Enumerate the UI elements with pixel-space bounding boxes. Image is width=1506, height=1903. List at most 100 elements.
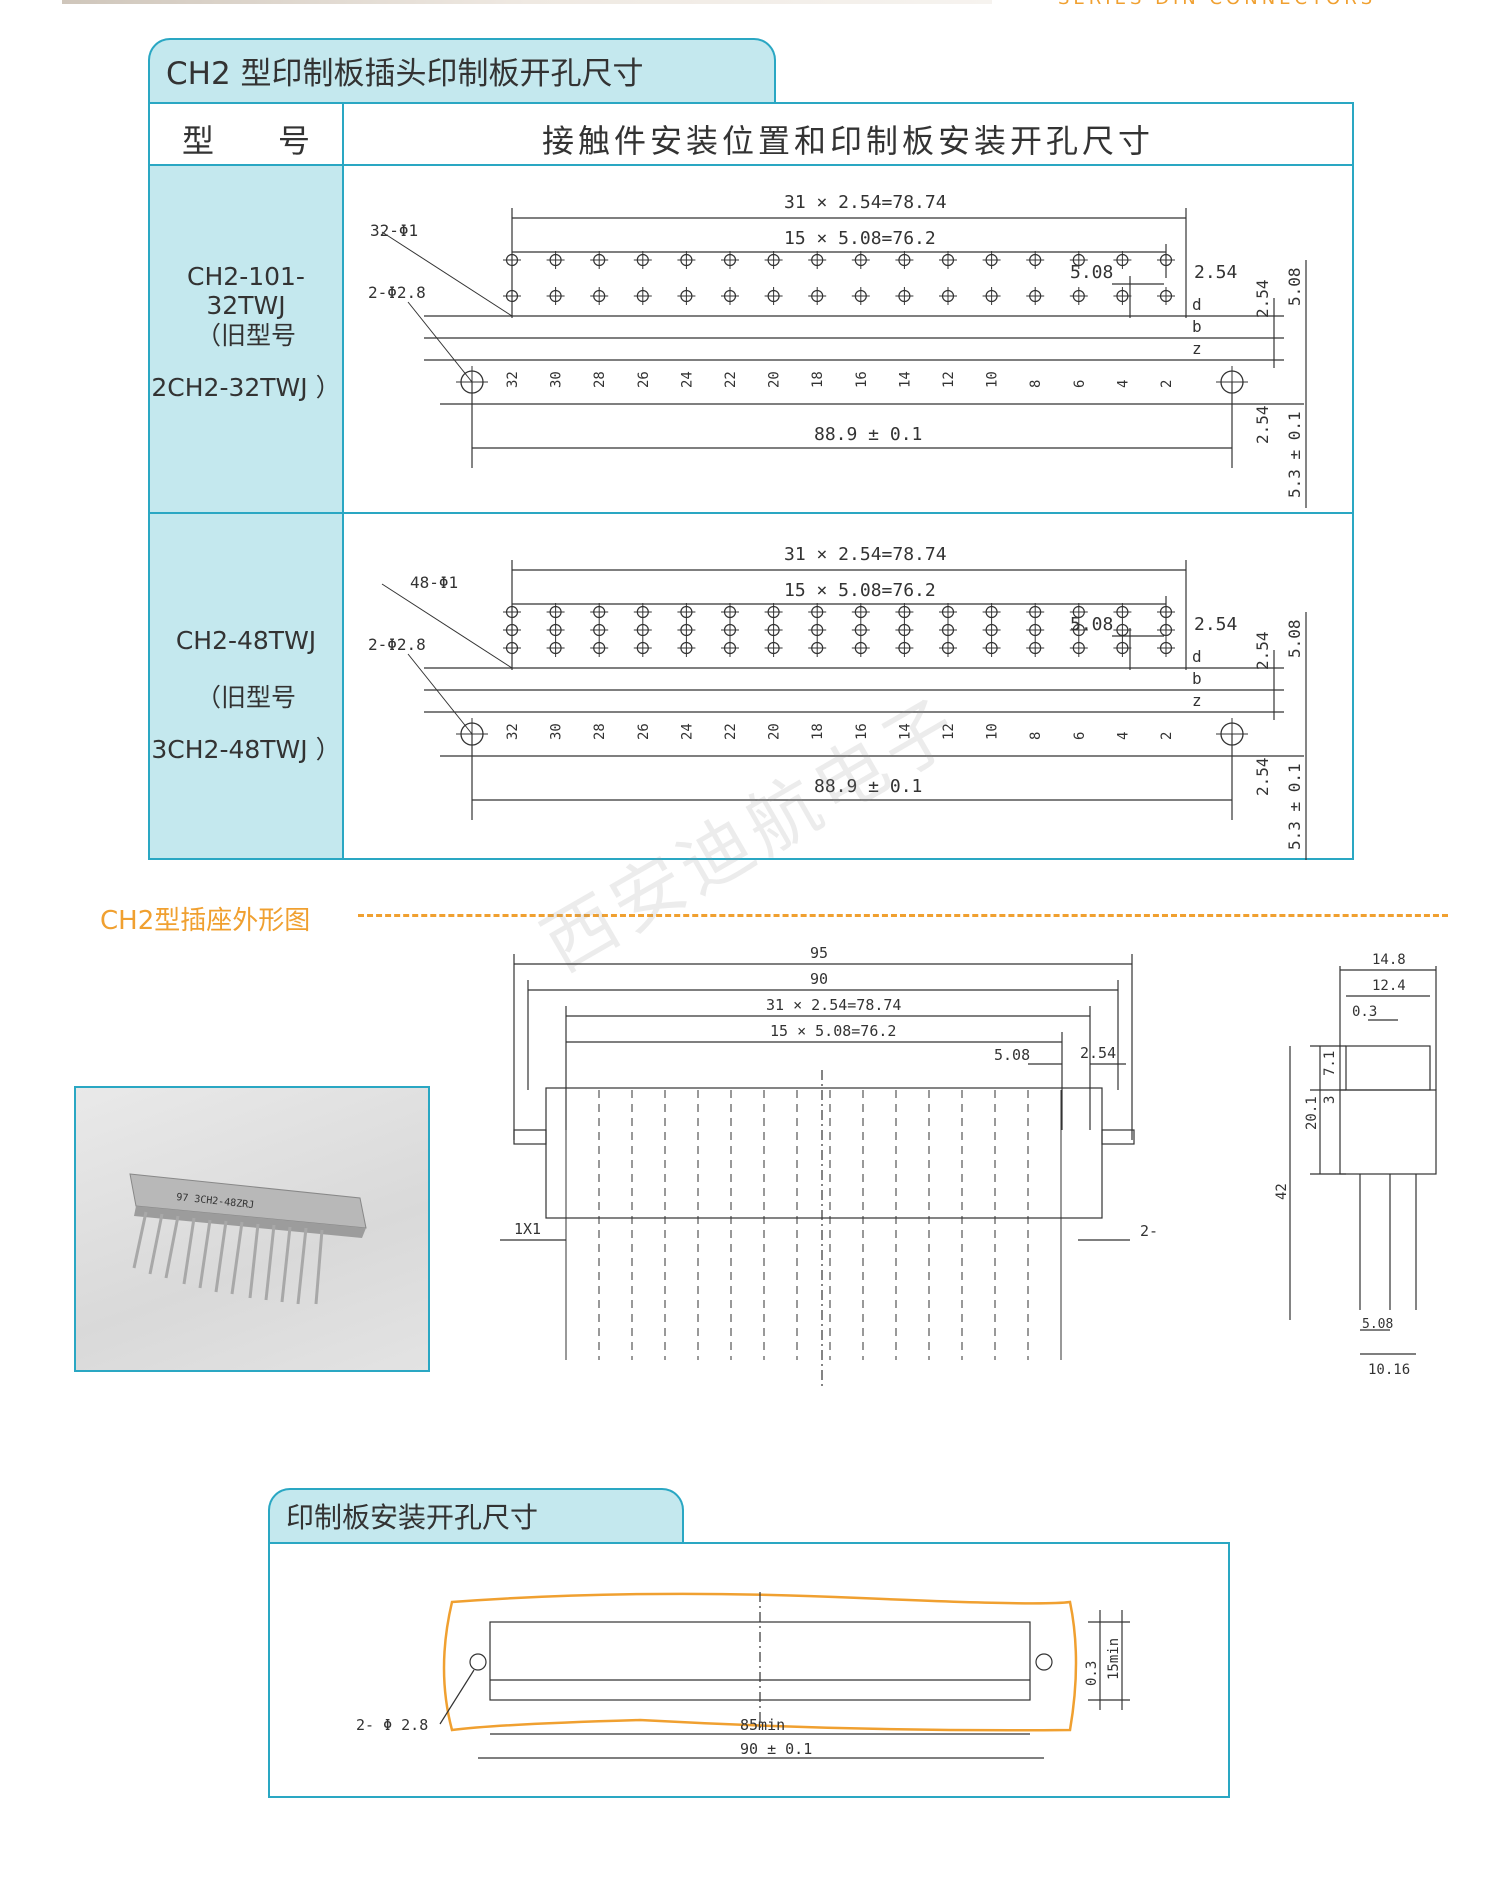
pin-number: 32 <box>505 723 521 740</box>
dim-label: 15 × 5.08=76.2 <box>770 1022 896 1040</box>
pin-number: 26 <box>636 371 652 388</box>
pin-number: 14 <box>897 371 913 388</box>
pin-number: 2 <box>1159 380 1175 388</box>
section2-dashed-line <box>358 914 1448 917</box>
total-label: 88.9 ± 0.1 <box>814 424 922 445</box>
dim-label: 85min <box>740 1716 785 1734</box>
dim-label: 31 × 2.54=78.74 <box>784 544 947 565</box>
col-divider <box>342 104 344 858</box>
row2-model: CH2-48TWJ <box>175 626 317 655</box>
dim-vertical: 42 <box>1274 1183 1290 1200</box>
pin-number: 12 <box>941 723 957 740</box>
dim-label: 15 × 5.08=76.2 <box>784 580 936 601</box>
pin-number: 16 <box>854 723 870 740</box>
row1-model: CH2-101-32TWJ <box>187 262 305 320</box>
pin-number: 10 <box>985 371 1001 388</box>
column-header-desc: 接触件安装位置和印制板安装开孔尺寸 <box>541 122 1154 160</box>
dim-label: 5.08 <box>994 1046 1030 1064</box>
pin-number: 22 <box>723 371 739 388</box>
dim-vertical: 5.08 <box>1285 267 1304 306</box>
dim-vertical: 5.08 <box>1285 619 1304 658</box>
dim-label: 95 <box>810 944 828 962</box>
pin-number: 12 <box>941 371 957 388</box>
dim-vertical: 7.1 <box>1322 1051 1338 1076</box>
dim-label: 2.54 <box>1194 614 1237 635</box>
pin-number: 4 <box>1115 380 1131 388</box>
dim-vertical: 3 <box>1322 1096 1338 1104</box>
row-letter: d <box>1192 295 1202 314</box>
dim-label: 90 <box>810 970 828 988</box>
row-letter: d <box>1192 647 1202 666</box>
pin-number: 30 <box>549 371 565 388</box>
side-view-drawing: 14.8 12.4 0.3 5.08 10.16 7.1 3 20.1 42 <box>1274 952 1437 1378</box>
dim-label: 14.8 <box>1372 952 1406 968</box>
pin-holes: 32 30 28 26 24 22 20 18 16 14 12 10 8 6 4 2 <box>456 251 1248 398</box>
dim-label: 31 × 2.54=78.74 <box>766 996 901 1014</box>
mount-label: 2- Φ 2.8 <box>356 1716 428 1734</box>
pin-number: 24 <box>679 371 695 388</box>
dim-label: 31 × 2.54=78.74 <box>784 192 947 213</box>
dim-vertical: 20.1 <box>1304 1096 1320 1130</box>
dim-vertical: 2.54 <box>1253 757 1272 796</box>
section1-table: 型 号 接触件安装位置和印制板安装开孔尺寸 CH2-101-32TWJ （旧型号… <box>148 102 1354 860</box>
dim-vertical: 15min <box>1106 1638 1122 1680</box>
section3-tab: 印制板安装开孔尺寸 <box>268 1488 684 1544</box>
dim-label: 90 ± 0.1 <box>740 1740 812 1758</box>
pin-number: 22 <box>723 723 739 740</box>
mount-hole-drawing: 2- Φ 2.8 85min 90 ± 0.1 0.3 15min <box>356 1592 1130 1759</box>
pin-number: 24 <box>679 723 695 740</box>
row2-old-label: （旧型号 <box>195 683 296 712</box>
dim-vertical: 2.54 <box>1253 631 1272 670</box>
row-letter: b <box>1192 317 1202 336</box>
pin-number: 6 <box>1072 732 1088 740</box>
model-cell-row2 <box>150 514 342 858</box>
dim-vertical: 5.3 ± 0.1 <box>1285 411 1304 498</box>
section3-box <box>268 1542 1230 1798</box>
row1-old-model: 2CH2-32TWJ ） <box>151 373 341 402</box>
pin-number: 30 <box>549 723 565 740</box>
pin-number: 4 <box>1115 732 1131 740</box>
hole-label: 32-Φ1 <box>370 221 418 240</box>
dim-label: 5.08 <box>1070 262 1113 283</box>
column-header-model: 型 号 <box>181 122 310 160</box>
pin-number: 32 <box>505 371 521 388</box>
pin-number: 2 <box>1159 732 1175 740</box>
pin-number: 20 <box>767 371 783 388</box>
section1-title: CH2 型印制板插头印制板开孔尺寸 <box>166 56 644 92</box>
section2-title: CH2型插座外形图 <box>100 906 311 936</box>
dim-label: 0.3 <box>1352 1004 1377 1020</box>
section3-title: 印制板安装开孔尺寸 <box>286 1501 539 1534</box>
corner-text: SERIES DIN CONNECTORS <box>1058 0 1376 9</box>
dim-vertical: 5.3 ± 0.1 <box>1285 763 1304 850</box>
dim-vertical: 0.3 <box>1084 1661 1100 1686</box>
dim-vertical: 2.54 <box>1253 279 1272 318</box>
dim-label: 10.16 <box>1368 1362 1410 1378</box>
dim-label: 5.08 <box>1070 614 1113 635</box>
pin-number: 6 <box>1072 380 1088 388</box>
model-cell-row1 <box>150 166 342 512</box>
pin-number: 26 <box>636 723 652 740</box>
pin-number: 16 <box>854 371 870 388</box>
dim-label: 12.4 <box>1372 978 1406 994</box>
pin-number: 28 <box>592 371 608 388</box>
connector-photo-icon: 97 3CH2-48ZRJ <box>129 1173 367 1305</box>
front-view-drawing: 95 90 31 × 2.54=78.74 15 × 5.08=76.2 5.0… <box>500 944 1160 1390</box>
mount-label: 2-Φ2.8 <box>368 283 426 302</box>
pin-number: 8 <box>1028 380 1044 388</box>
dim-label: 5.08 <box>1362 1317 1393 1332</box>
pin-number: 20 <box>767 723 783 740</box>
section1-tab: CH2 型印制板插头印制板开孔尺寸 <box>148 38 776 104</box>
mount-label: 2-Φ2.8 <box>368 635 426 654</box>
top-strip <box>62 0 992 4</box>
product-photo: 97 3CH2-48ZRJ <box>74 1086 430 1372</box>
dim-label: 2.54 <box>1080 1044 1116 1062</box>
pin-number: 14 <box>897 723 913 740</box>
dim-label: 2.54 <box>1194 262 1237 283</box>
row-divider <box>150 512 1352 514</box>
pin-number: 18 <box>810 371 826 388</box>
dim-label: 1X1 <box>514 1220 541 1238</box>
pin-number: 28 <box>592 723 608 740</box>
dim-label: 2- Φ 2.7 <box>1140 1222 1160 1240</box>
